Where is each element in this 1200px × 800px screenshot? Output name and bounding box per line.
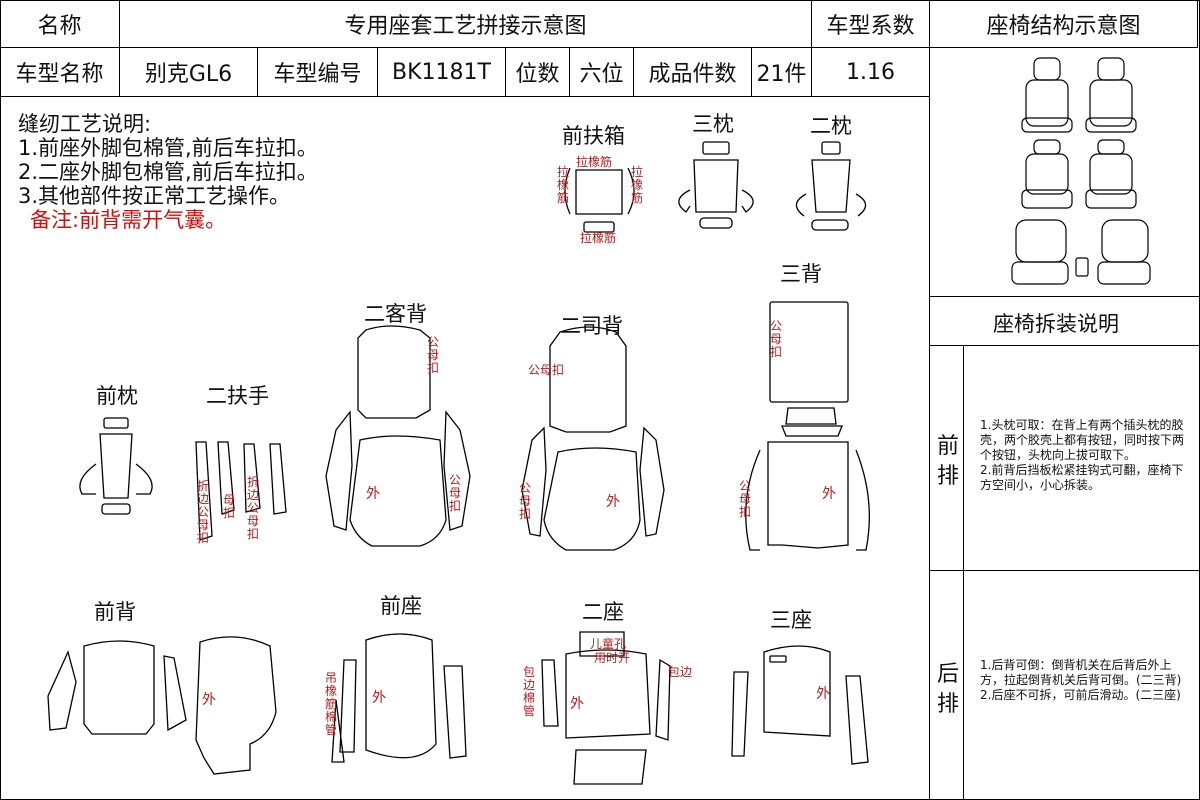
- passenger-back2-pattern: [325, 325, 471, 547]
- armrest2-title: 二扶手: [206, 384, 269, 408]
- back3-title: 三背: [780, 262, 822, 286]
- headrest2-pattern: [795, 141, 867, 231]
- passenger-back2-outside-mark: 外: [366, 486, 380, 502]
- model-value: 别克GL6: [144, 62, 233, 87]
- front-row-text: 1.头枕可取：在背上有两个插头枕的胶壳，两个胶壳上都有按钮，同时按下两个按钮，头…: [980, 418, 1185, 492]
- front-headrest-title: 前枕: [96, 384, 138, 408]
- headrest2-title: 二枕: [810, 114, 852, 138]
- driver-back2-snap-upper: 公母扣: [528, 363, 565, 377]
- pieces-value-cell: 21件: [752, 48, 812, 97]
- back3-pattern: [745, 301, 870, 551]
- front-back-pattern: [47, 636, 277, 775]
- seat2-wrap-edge: 包边: [668, 665, 693, 679]
- coef-value: 1.16: [846, 59, 895, 85]
- pattern-pieces: [47, 141, 870, 785]
- seat2-wrap-cotton: 包边棉管: [522, 665, 535, 718]
- code-label-cell: 车型编号: [258, 48, 378, 97]
- name-label: 名称: [37, 13, 82, 39]
- front-seat-outside-mark: 外: [372, 690, 386, 706]
- passenger-back2-snap-lower: 公母扣: [448, 473, 461, 513]
- seat2-child-hole: 儿童孔: [590, 637, 627, 651]
- notes-line-2: 2.二座外脚包棉管,前后车拉扣。: [18, 160, 318, 184]
- structure-bottom-line: [930, 296, 1200, 297]
- pieces-value: 21件: [756, 62, 807, 87]
- seat3-title: 三座: [770, 608, 812, 632]
- page-title: 专用座套工艺拼接示意图: [344, 13, 587, 39]
- notes-remark: 备注:前背需开气囊。: [30, 208, 227, 232]
- coef-label-cell: 车型系数: [812, 0, 930, 48]
- structure-title-cell: 座椅结构示意图: [930, 0, 1198, 48]
- notes-title: 缝纫工艺说明:: [18, 112, 152, 136]
- front-box-elastic-left: 拉橡筋: [556, 165, 569, 205]
- structure-title: 座椅结构示意图: [986, 13, 1141, 39]
- rear-row-text: 1.后背可倒：倒背机关在后背后外上方，拉起倒背机关后背可倒。(二三背) 2.后座…: [980, 658, 1182, 702]
- headrest3-title: 三枕: [692, 112, 734, 136]
- disassembly-title-line: [930, 345, 1200, 346]
- model-label-cell: 车型名称: [0, 48, 120, 97]
- seats-label: 位数: [515, 62, 560, 87]
- back3-outside-mark: 外: [822, 486, 836, 502]
- code-label: 车型编号: [273, 62, 362, 87]
- driver-back2-title: 二司背: [560, 314, 623, 338]
- armrest2-edge-snap: 折边公母扣: [196, 479, 209, 545]
- armrest2-edge-snap-right: 折边公母扣: [246, 475, 259, 541]
- disassembly-title: 座椅拆装说明: [993, 312, 1119, 336]
- code-value: BK1181T: [392, 59, 491, 85]
- seat2-child-hole-open: 用时开: [594, 651, 631, 665]
- back3-lower-snap-mark: 公母扣: [738, 479, 751, 519]
- pieces-label: 成品件数: [648, 62, 737, 87]
- notes-line-1: 1.前座外脚包棉管,前后车拉扣。: [18, 136, 318, 160]
- notes-line-3: 3.其他部件按正常工艺操作。: [18, 184, 291, 208]
- seat3-outside-mark: 外: [816, 686, 830, 702]
- name-label-cell: 名称: [0, 0, 120, 48]
- front-seat-hang-elastic: 吊橡筋棉管: [324, 671, 337, 737]
- row-label-divider: [963, 345, 964, 799]
- seats-label-cell: 位数: [506, 48, 570, 97]
- model-label: 车型名称: [15, 62, 104, 87]
- coef-value-cell: 1.16: [812, 48, 930, 97]
- front-box-elastic-right: 拉橡筋: [630, 165, 643, 205]
- driver-back2-pattern: [521, 326, 665, 551]
- seats-value-cell: 六位: [570, 48, 634, 97]
- model-value-cell: 别克GL6: [120, 48, 258, 97]
- coef-label: 车型系数: [826, 13, 915, 39]
- front-box-pattern: [564, 167, 635, 233]
- front-box-elastic-bottom: 拉橡筋: [580, 231, 617, 245]
- front-seat-title: 前座: [380, 594, 422, 618]
- seat3-pattern: [731, 645, 869, 765]
- seat2-pattern: [541, 631, 671, 785]
- code-value-cell: BK1181T: [378, 48, 506, 97]
- row-divider-line: [930, 570, 1200, 571]
- front-back-outside-mark: 外: [202, 692, 216, 708]
- armrest2-mother-snap: 母扣: [222, 493, 235, 520]
- pieces-label-cell: 成品件数: [634, 48, 752, 97]
- seats-value: 六位: [579, 62, 624, 87]
- headrest3-pattern: [678, 141, 754, 229]
- right-panel-divider: [929, 97, 930, 799]
- passenger-back2-snap-upper: 公母扣: [426, 335, 439, 375]
- driver-back2-outside-mark: 外: [606, 494, 620, 510]
- front-back-title: 前背: [94, 600, 136, 624]
- seat2-outside-mark: 外: [570, 696, 584, 712]
- passenger-back2-title: 二客背: [364, 302, 427, 326]
- front-box-elastic-top: 拉橡筋: [576, 155, 613, 169]
- front-seat-pattern: [331, 633, 467, 763]
- driver-back2-snap-lower: 公母扣: [518, 481, 531, 521]
- seat2-title: 二座: [582, 600, 624, 624]
- back3-snap-mark: 公母扣: [769, 319, 782, 359]
- title-cell: 专用座套工艺拼接示意图: [120, 0, 812, 48]
- armrest2-pattern: [195, 441, 287, 541]
- front-box-title: 前扶箱: [562, 124, 625, 148]
- front-headrest-pattern: [79, 417, 153, 515]
- sewing-notes: 缝纫工艺说明: 1.前座外脚包棉管,前后车拉扣。 2.二座外脚包棉管,前后车拉扣…: [18, 112, 318, 232]
- front-row-label: 前排: [936, 434, 959, 489]
- rear-row-label: 后排: [936, 662, 959, 717]
